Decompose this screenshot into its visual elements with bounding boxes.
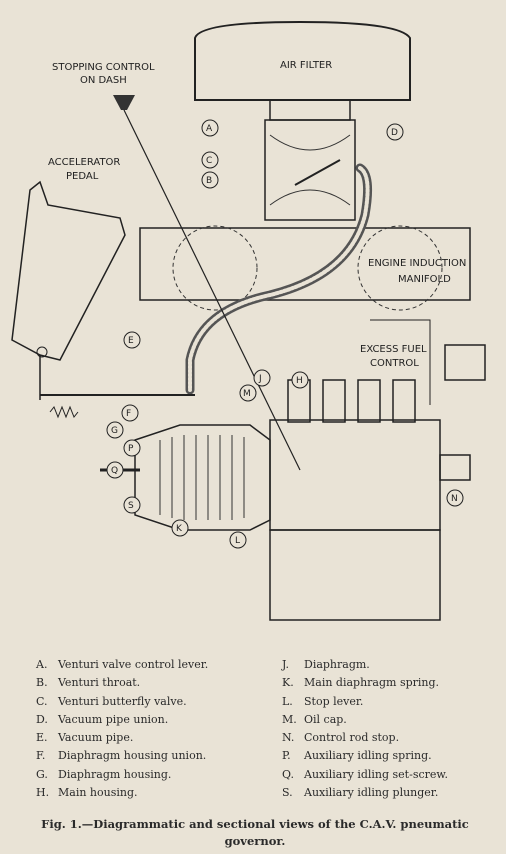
svg-text:Q: Q [111, 466, 118, 476]
return-spring [49, 405, 79, 419]
callout-l: L [229, 531, 247, 549]
svg-text:G: G [111, 426, 118, 436]
svg-text:F: F [126, 409, 131, 419]
legend-item: A.Venturi valve control lever. [36, 658, 209, 671]
pump-lower [269, 529, 441, 621]
callout-h: H [291, 371, 309, 389]
label-accelerator-2: PEDAL [66, 171, 99, 182]
callout-a: A [201, 119, 219, 137]
venturi-throat [269, 134, 351, 206]
legend-item: M.Oil cap. [282, 712, 347, 726]
pump-upper [269, 419, 441, 531]
label-manifold-2: MANIFOLD [398, 274, 451, 285]
callout-k: K [171, 519, 189, 537]
butterfly-valve [294, 159, 341, 186]
label-excess-fuel-1: EXCESS FUEL [360, 344, 427, 355]
legend-item: N.Control rod stop. [282, 731, 400, 745]
callout-d: D [386, 123, 404, 141]
svg-text:B: B [206, 176, 212, 186]
legend-right-column: J.Diaphragm. K.Main diaphragm spring. L.… [282, 656, 448, 802]
legend-item: L.Stop lever. [282, 694, 364, 708]
svg-text:N: N [451, 494, 458, 504]
legend-item: C.Venturi butterfly valve. [36, 694, 187, 708]
vacuum-pipe [185, 163, 373, 395]
air-filter-neck [269, 99, 351, 121]
legend-left-column: A.Venturi valve control lever. B.Venturi… [36, 656, 208, 802]
svg-text:C: C [206, 156, 212, 166]
excess-fuel-control [444, 344, 486, 381]
svg-text:D: D [391, 128, 398, 138]
engine-manifold [139, 227, 471, 301]
svg-text:A: A [206, 124, 213, 134]
callout-g: G [106, 421, 124, 439]
svg-text:H: H [296, 376, 303, 386]
stopping-control-cable [123, 109, 301, 471]
diaphragm-spring [159, 435, 245, 520]
callout-f: F [121, 404, 139, 422]
legend-item: H.Main housing. [36, 786, 138, 800]
svg-text:S: S [128, 501, 134, 511]
governor-diagram: AIR FILTER ENGINE INDUCTION MANIFOLD STO… [11, 20, 486, 621]
label-excess-fuel-2: CONTROL [370, 358, 419, 369]
accelerator-pedal [11, 180, 126, 361]
legend-item: G.Diaphragm housing. [36, 767, 172, 781]
svg-text:P: P [128, 444, 134, 454]
callout-m: M [239, 384, 257, 402]
stopping-control-knob [113, 95, 135, 110]
svg-text:M: M [243, 389, 251, 399]
callout-b: B [201, 171, 219, 189]
legend-item: Q.Auxiliary idling set-screw. [282, 767, 449, 781]
callout-q: Q [106, 461, 124, 479]
svg-text:J: J [258, 374, 262, 384]
pedal-pivot [36, 346, 48, 358]
manifold-port-left [172, 225, 258, 311]
legend-item: J.Diaphragm. [282, 658, 370, 671]
legend-item: S.Auxiliary idling plunger. [282, 786, 439, 800]
vacuum-pipe-core [188, 166, 370, 392]
legend-item: B.Venturi throat. [36, 676, 141, 690]
control-rod-stop [439, 454, 471, 481]
callout-s: S [123, 496, 141, 514]
callout-p: P [123, 439, 141, 457]
legend-item: D.Vacuum pipe union. [36, 712, 169, 726]
venturi-body [264, 119, 356, 221]
label-stopping-1: STOPPING CONTROL [52, 62, 155, 73]
callout-c: C [201, 151, 219, 169]
callout-n: N [446, 489, 464, 507]
svg-text:E: E [128, 336, 134, 346]
label-air-filter: AIR FILTER [280, 60, 332, 71]
legend-item: E.Vacuum pipe. [36, 731, 134, 745]
legend-item: K.Main diaphragm spring. [282, 676, 440, 690]
label-stopping-2: ON DASH [80, 75, 127, 86]
callout-e: E [123, 331, 141, 349]
label-accelerator-1: ACCELERATOR [48, 157, 120, 168]
diaphragm-housing [134, 424, 271, 531]
svg-text:K: K [176, 524, 183, 534]
callout-j: J [253, 369, 271, 387]
excess-fuel-bracket [370, 319, 431, 405]
svg-text:L: L [235, 536, 240, 546]
legend-item: P.Auxiliary idling spring. [282, 749, 432, 763]
figure-caption: Fig. 1.—Diagrammatic and sectional views… [41, 817, 469, 848]
manifold-port-right [357, 225, 443, 311]
delivery-valves [287, 379, 416, 423]
label-manifold-1: ENGINE INDUCTION [368, 258, 466, 269]
air-filter [194, 20, 411, 101]
legend-item: F.Diaphragm housing union. [36, 749, 207, 763]
